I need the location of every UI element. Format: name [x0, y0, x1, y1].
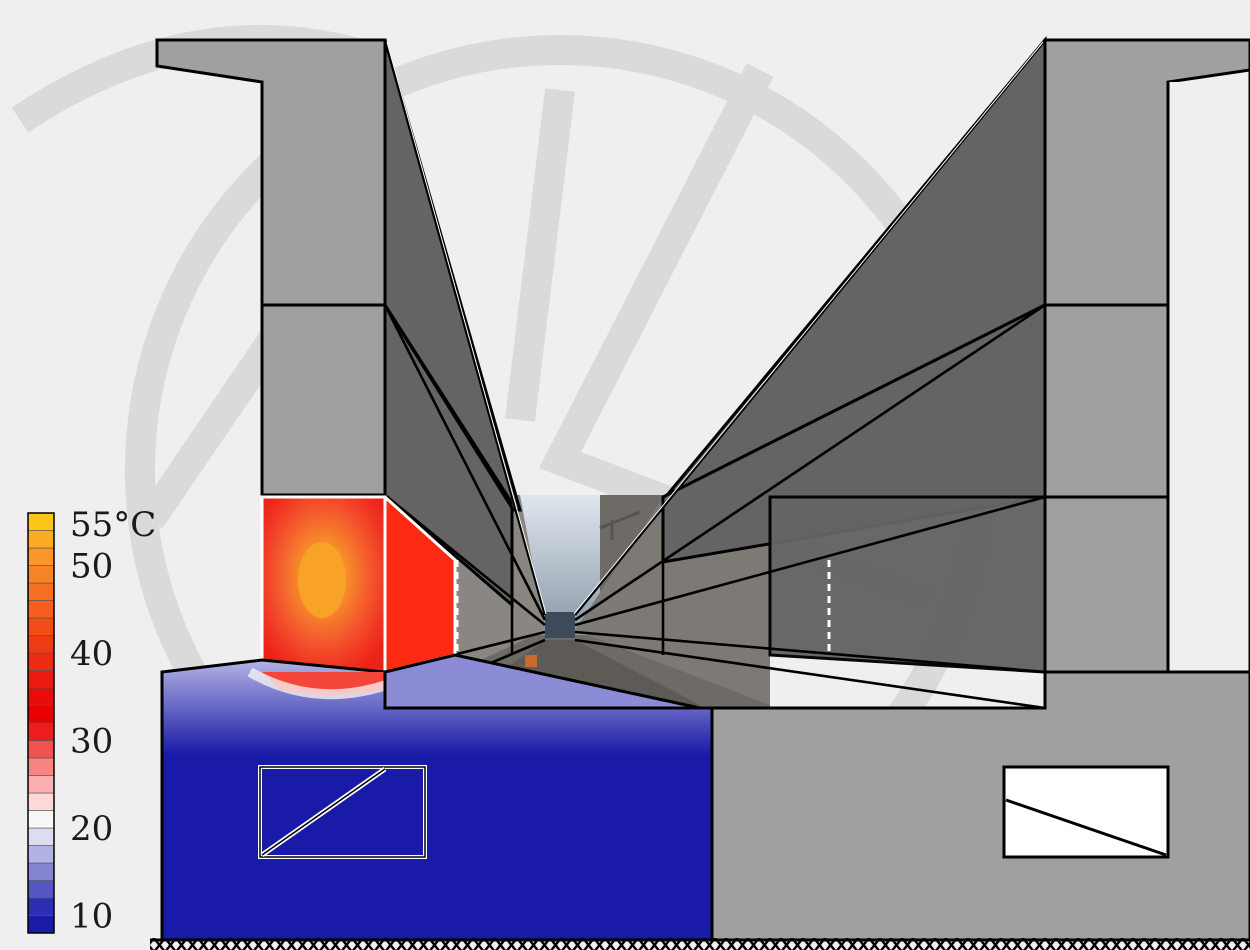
right-wall-outer-strip: [1168, 82, 1250, 672]
colorbar-band-18: [27, 600, 55, 619]
colorbar-tick-label-0: 50: [70, 547, 113, 587]
right-wall-inner-face-lower: [768, 495, 1047, 674]
colorbar-band-1: [27, 897, 55, 916]
colorbar-tick-label-4: 10: [70, 897, 113, 937]
colorbar-band-8: [27, 775, 55, 794]
colorbar-unit-label: 55°C: [70, 505, 156, 545]
colorbar-band-9: [27, 757, 55, 776]
colorbar-band-19: [27, 582, 55, 601]
colorbar-tick-label-1: 40: [70, 634, 113, 674]
left-wall-hot-core: [298, 542, 346, 618]
colorbar-band-16: [27, 635, 55, 654]
colorbar-bands: [27, 512, 55, 934]
colorbar-band-0: [27, 915, 55, 934]
colorbar-band-5: [27, 827, 55, 846]
right-gallery: [1002, 765, 1170, 859]
right-wall-lower-block: [1043, 495, 1170, 674]
colorbar-band-15: [27, 652, 55, 671]
colorbar-band-20: [27, 565, 55, 584]
colorbar-frame: [27, 512, 55, 934]
colorbar-band-7: [27, 792, 55, 811]
colorbar-band-13: [27, 687, 55, 706]
left-gallery: [258, 765, 427, 859]
colorbar-band-4: [27, 845, 55, 864]
colorbar-band-12: [27, 705, 55, 724]
colorbar-band-23: [27, 512, 55, 531]
colorbar-band-10: [27, 740, 55, 759]
colorbar-band-22: [27, 530, 55, 549]
colorbar-band-21: [27, 547, 55, 566]
perspective-lines-white: [386, 41, 1044, 615]
colorbar-tick-label-3: 20: [70, 809, 113, 849]
colorbar-tick-labels: 50 40 30 20 10: [70, 547, 113, 937]
colorbar-band-17: [27, 617, 55, 636]
colorbar-band-11: [27, 722, 55, 741]
temperature-colorbar: 55°C 50 40 30 20 10: [27, 505, 156, 937]
colorbar-band-14: [27, 670, 55, 689]
colorbar-band-3: [27, 862, 55, 881]
colorbar-band-2: [27, 880, 55, 899]
left-wall-middle-block: [260, 303, 387, 497]
colorbar-band-6: [27, 810, 55, 829]
right-wall-middle-block: [1043, 303, 1170, 499]
colorbar-tick-label-2: 30: [70, 722, 113, 762]
